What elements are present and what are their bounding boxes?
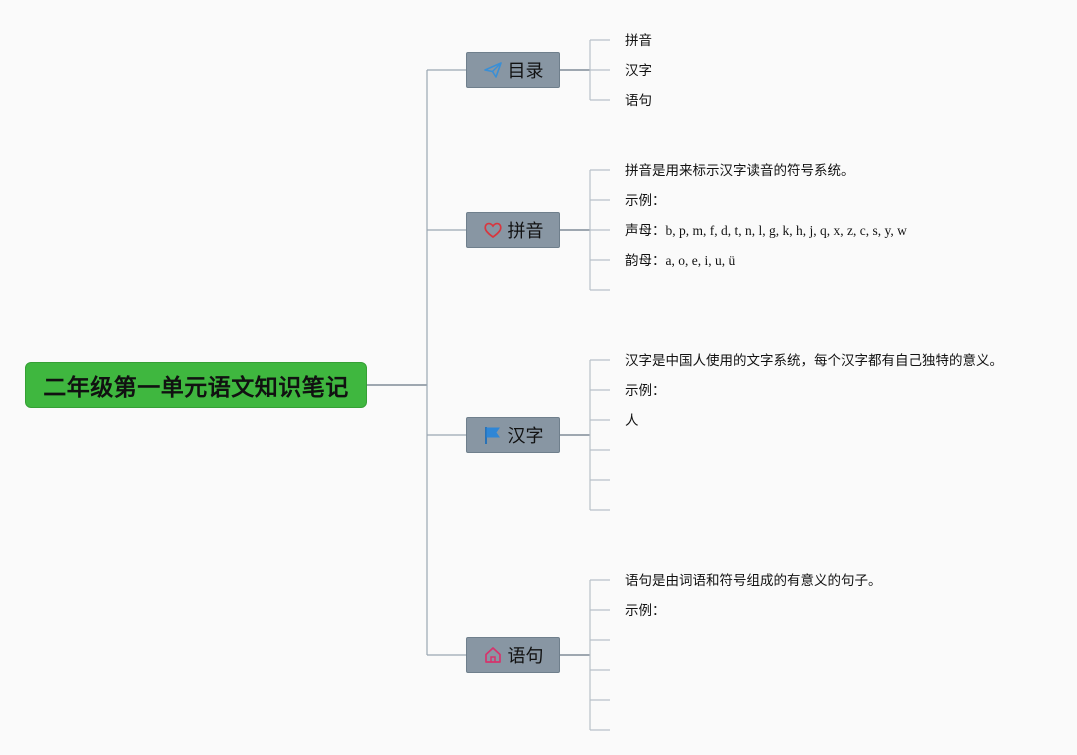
- flag-icon: [483, 425, 503, 445]
- branch-toc-label: 目录: [507, 61, 544, 82]
- leaf-pinyin-example[interactable]: 示例：: [625, 193, 666, 209]
- leaf-toc-1[interactable]: 拼音: [625, 33, 652, 49]
- paper-plane-icon: [483, 60, 503, 80]
- heart-icon: [483, 220, 503, 240]
- branch-sentence[interactable]: 语句: [466, 637, 560, 673]
- root-topic[interactable]: 二年级第一单元语文知识笔记: [25, 362, 367, 408]
- branch-sentence-label: 语句: [507, 646, 544, 667]
- branch-hanzi[interactable]: 汉字: [466, 417, 560, 453]
- branch-hanzi-label: 汉字: [507, 426, 544, 447]
- leaf-sentence-example[interactable]: 示例：: [625, 603, 666, 619]
- branch-pinyin[interactable]: 拼音: [466, 212, 560, 248]
- branch-pinyin-label: 拼音: [507, 221, 544, 242]
- leaf-hanzi-person[interactable]: 人: [625, 413, 639, 429]
- leaf-toc-2[interactable]: 汉字: [625, 63, 652, 79]
- leaf-hanzi-definition[interactable]: 汉字是中国人使用的文字系统，每个汉字都有自己独特的意义。: [625, 353, 1003, 369]
- leaf-pinyin-definition[interactable]: 拼音是用来标示汉字读音的符号系统。: [625, 163, 855, 179]
- leaf-hanzi-example[interactable]: 示例：: [625, 383, 666, 399]
- leaf-sentence-definition[interactable]: 语句是由词语和符号组成的有意义的句子。: [625, 573, 882, 589]
- branch-toc[interactable]: 目录: [466, 52, 560, 88]
- leaf-pinyin-initials[interactable]: 声母：b, p, m, f, d, t, n, l, g, k, h, j, q…: [625, 223, 907, 239]
- leaf-toc-3[interactable]: 语句: [625, 93, 652, 109]
- leaf-pinyin-finals[interactable]: 韵母：a, o, e, i, u, ü: [625, 253, 736, 269]
- root-topic-label: 二年级第一单元语文知识笔记: [43, 375, 349, 401]
- home-icon: [483, 645, 503, 665]
